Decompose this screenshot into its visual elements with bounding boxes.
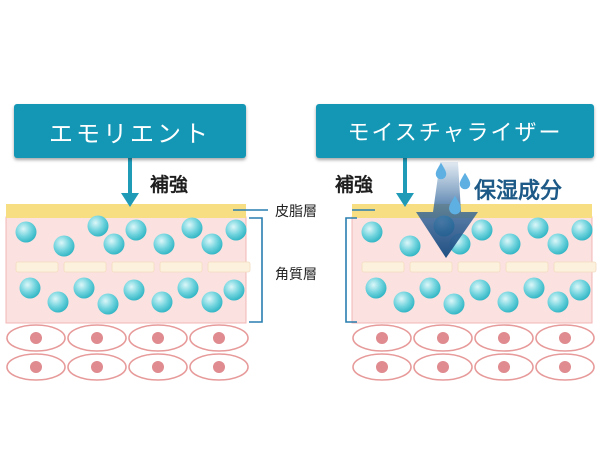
water-drop-icon — [435, 162, 447, 180]
corneocyte-left — [19, 277, 41, 299]
corneocyte-left — [201, 291, 223, 313]
lipid-bar-left — [15, 261, 59, 273]
cell-nucleus-right — [559, 361, 571, 373]
cell-nucleus-left — [30, 361, 42, 373]
corneocyte-left — [125, 219, 147, 241]
corneocyte-left — [177, 277, 199, 299]
corneocyte-right — [547, 233, 569, 255]
corneocyte-left — [53, 235, 75, 257]
cell-nucleus-right — [498, 332, 510, 344]
cell-nucleus-right — [498, 361, 510, 373]
corneocyte-left — [15, 221, 37, 243]
cell-nucleus-left — [152, 361, 164, 373]
corneocyte-left — [97, 293, 119, 315]
corneocyte-left — [87, 215, 109, 237]
cell-nucleus-left — [30, 332, 42, 344]
corneocyte-left — [223, 279, 245, 301]
cell-nucleus-right — [559, 332, 571, 344]
lipid-bar-left — [207, 261, 251, 273]
corneocyte-right — [527, 217, 549, 239]
corneocyte-left — [201, 233, 223, 255]
corneocyte-right — [569, 279, 591, 301]
lipid-bar-right — [361, 261, 405, 273]
corneocyte-right — [471, 219, 493, 241]
corneocyte-left — [73, 277, 95, 299]
down-arrow-icon — [121, 193, 139, 207]
corneocyte-right — [419, 277, 441, 299]
cell-nucleus-left — [91, 361, 103, 373]
corneocyte-left — [151, 291, 173, 313]
lipid-bar-right — [505, 261, 549, 273]
corneocyte-left — [47, 291, 69, 313]
cell-nucleus-right — [376, 332, 388, 344]
corneocyte-left — [123, 279, 145, 301]
corneocyte-right — [571, 219, 593, 241]
stratum-bracket-left — [249, 217, 263, 323]
lipid-bar-right — [457, 261, 501, 273]
cell-nucleus-right — [376, 361, 388, 373]
water-drop-icon — [459, 172, 471, 190]
lipid-bar-left — [159, 261, 203, 273]
water-drop-icon — [449, 195, 461, 215]
reinforce-label-left: 補強 — [150, 174, 189, 196]
corneocyte-right — [361, 221, 383, 243]
cell-nucleus-left — [152, 332, 164, 344]
down-arrow-icon — [396, 193, 414, 207]
emollient-title: エモリエント — [14, 104, 246, 158]
corneocyte-left — [103, 233, 125, 255]
corneocyte-right — [399, 235, 421, 257]
sebum-layer-left — [6, 204, 246, 218]
corneocyte-left — [153, 233, 175, 255]
cell-nucleus-right — [437, 361, 449, 373]
penetration-arrow-icon — [416, 162, 478, 258]
lipid-bar-left — [63, 261, 107, 273]
corneocyte-right — [523, 277, 545, 299]
corneocyte-left — [225, 219, 247, 241]
moisturizing-ingredient-label: 保湿成分 — [474, 179, 563, 204]
reinforce-label-right: 補強 — [335, 174, 374, 196]
cell-nucleus-right — [437, 332, 449, 344]
corneocyte-right — [469, 279, 491, 301]
cell-nucleus-left — [213, 361, 225, 373]
corneocyte-right — [365, 277, 387, 299]
sebum-layer-right — [352, 204, 592, 218]
stratum-corneum-label: 角質層 — [275, 267, 317, 283]
lipid-bar-right — [409, 261, 453, 273]
lipid-bar-right — [553, 261, 597, 273]
cell-nucleus-left — [213, 332, 225, 344]
moisturizer-title: モイスチャライザー — [316, 104, 594, 158]
corneocyte-left — [181, 217, 203, 239]
corneocyte-right — [547, 291, 569, 313]
corneocyte-right — [499, 233, 521, 255]
stratum-bracket-right — [345, 217, 357, 323]
cell-nucleus-left — [91, 332, 103, 344]
corneocyte-right — [393, 291, 415, 313]
sebum-layer-label: 皮脂層 — [275, 204, 317, 220]
lipid-bar-left — [111, 261, 155, 273]
corneocyte-right — [497, 291, 519, 313]
corneocyte-right — [443, 293, 465, 315]
